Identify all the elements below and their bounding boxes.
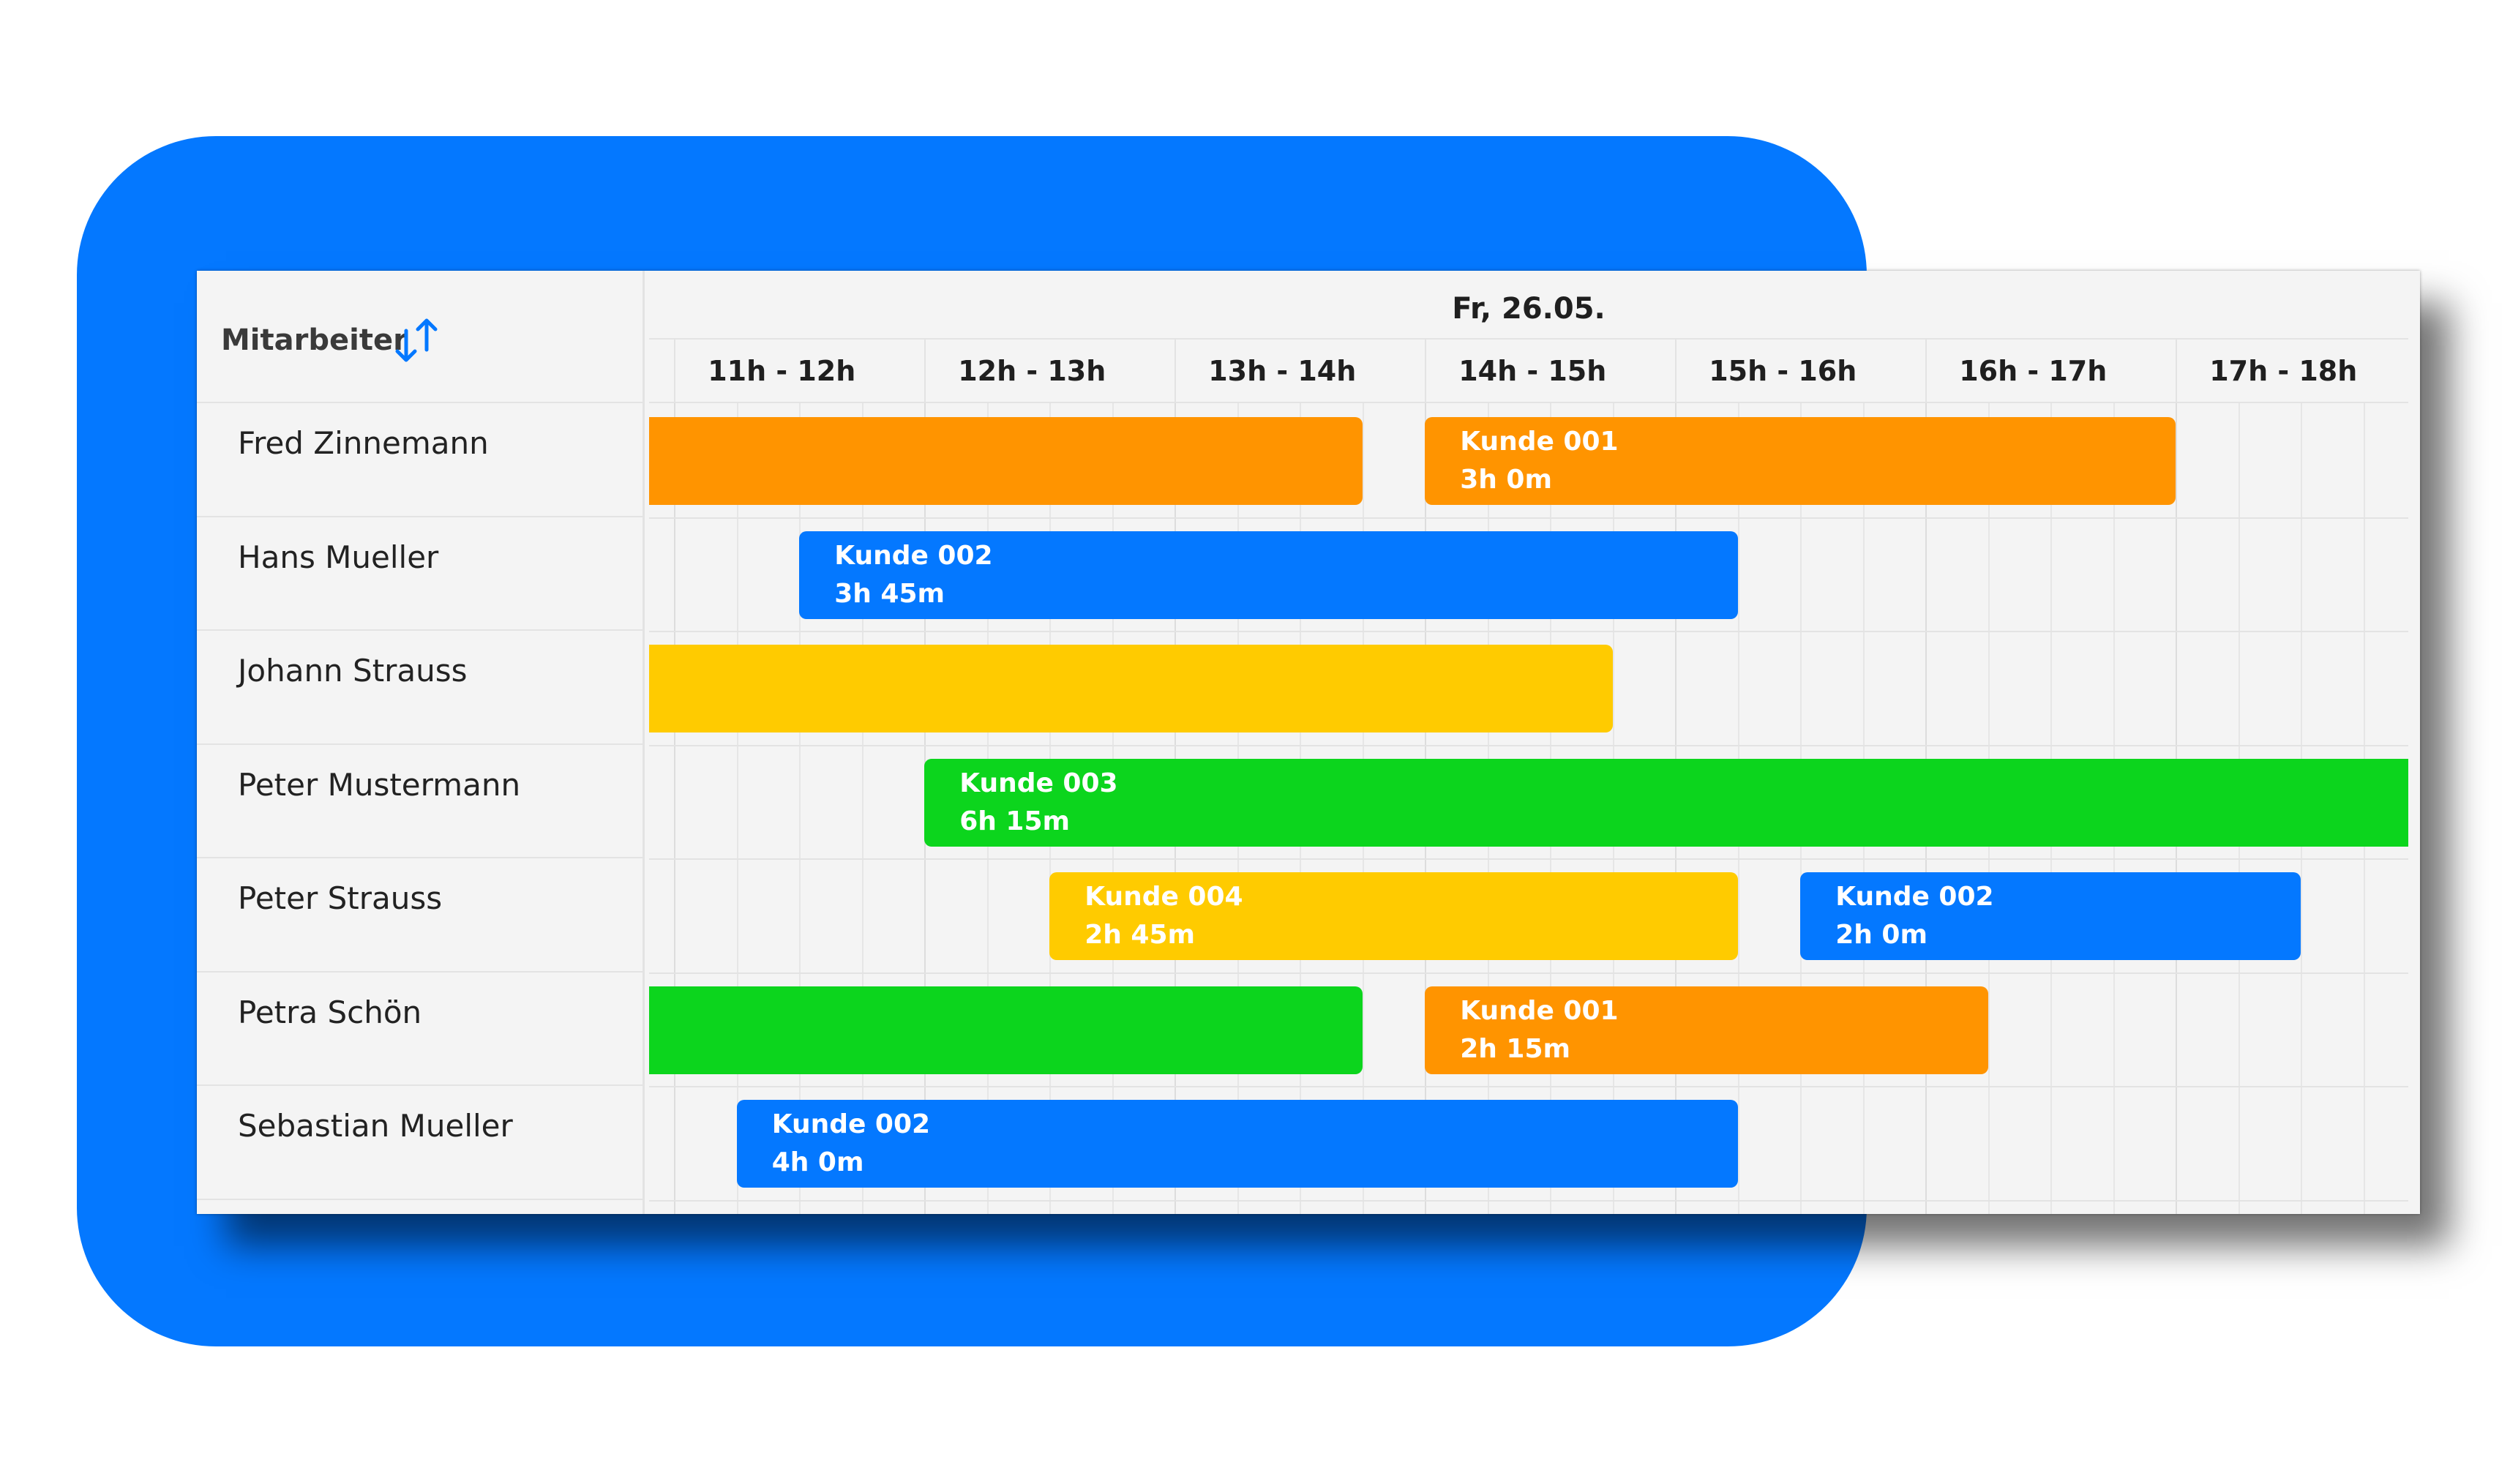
booking-duration: 2h 15m: [1460, 1033, 1571, 1064]
booking-client: Kunde 002: [771, 1109, 931, 1139]
booking-bar[interactable]: Kunde 004 2h 45m: [1049, 872, 1738, 960]
employee-row[interactable]: Sebastian Mueller: [197, 1086, 643, 1200]
booking-duration: 3h 45m: [834, 578, 945, 609]
booking-bar[interactable]: [649, 645, 1613, 732]
quarter-gridline: [799, 403, 801, 1214]
booking-bar[interactable]: Kunde 002 2h 0m: [1800, 872, 2301, 960]
booking-duration: 6h 15m: [959, 806, 1071, 836]
hour-header-cell: 14h - 15h: [1425, 340, 1675, 403]
booking-bar[interactable]: Kunde 003 6h 15m: [924, 758, 2408, 847]
hour-header-cell: 11h - 12h: [674, 340, 924, 403]
employee-name: Johann Strauss: [238, 653, 468, 689]
booking-client: Kunde 001: [1460, 995, 1619, 1026]
employee-name: Fred Zinnemann: [238, 425, 489, 461]
booking-client: Kunde 001: [1460, 427, 1619, 457]
booking-duration: 2h 0m: [1835, 920, 1928, 950]
hour-header-cell: 17h - 18h: [2176, 340, 2420, 403]
booking-client: Kunde 004: [1084, 882, 1243, 912]
booking-duration: 4h 0m: [771, 1147, 864, 1177]
booking-client: Kunde 002: [834, 540, 993, 571]
employee-name: Sebastian Mueller: [238, 1108, 513, 1144]
quarter-gridline: [861, 403, 863, 1214]
hour-header-cell: 13h - 14h: [1175, 340, 1425, 403]
date-header: Fr, 26.05.: [649, 278, 2408, 340]
row-divider: [649, 1199, 2408, 1202]
booking-duration: 3h 0m: [1460, 465, 1552, 495]
booking-bar[interactable]: [649, 986, 1363, 1074]
booking-bar[interactable]: Kunde 001 3h 0m: [1425, 417, 2176, 505]
hour-header-cell: 16h - 17h: [1925, 340, 2176, 403]
employee-name: Hans Mueller: [238, 539, 439, 575]
row-divider: [649, 517, 2408, 519]
row-divider: [649, 858, 2408, 860]
booking-duration: 2h 45m: [1084, 920, 1196, 950]
employee-name: Peter Strauss: [238, 880, 443, 916]
row-divider: [649, 972, 2408, 974]
employee-row[interactable]: Peter Strauss: [197, 858, 643, 973]
employee-header-label: Mitarbeiter: [221, 323, 408, 357]
booking-client: Kunde 003: [959, 768, 1118, 798]
hour-header-cell: 15h - 16h: [1675, 340, 1925, 403]
booking-bar[interactable]: Kunde 001 2h 15m: [1425, 986, 1988, 1074]
employee-row[interactable]: Hans Mueller: [197, 517, 643, 631]
employee-row[interactable]: Peter Mustermann: [197, 745, 643, 858]
employee-name: Peter Mustermann: [238, 766, 521, 803]
quarter-gridline: [736, 403, 738, 1214]
row-divider: [649, 744, 2408, 746]
booking-client: Kunde 002: [1835, 882, 1994, 912]
employee-column-header[interactable]: Mitarbeiter: [197, 271, 643, 403]
booking-bar[interactable]: Kunde 002 3h 45m: [799, 531, 1738, 619]
hour-header-cell: 12h - 13h: [924, 340, 1175, 403]
employee-name: Petra Schön: [238, 994, 422, 1030]
booking-bar[interactable]: [649, 417, 1363, 505]
row-divider: [649, 1086, 2408, 1087]
sort-arrows-icon[interactable]: [393, 315, 444, 366]
hour-gridline: [674, 403, 676, 1214]
row-divider: [649, 631, 2408, 632]
employee-row[interactable]: Fred Zinnemann: [197, 403, 643, 517]
employee-row[interactable]: Petra Schön: [197, 973, 643, 1086]
booking-bar[interactable]: Kunde 002 4h 0m: [736, 1100, 1738, 1188]
employee-row[interactable]: Johann Strauss: [197, 631, 643, 745]
